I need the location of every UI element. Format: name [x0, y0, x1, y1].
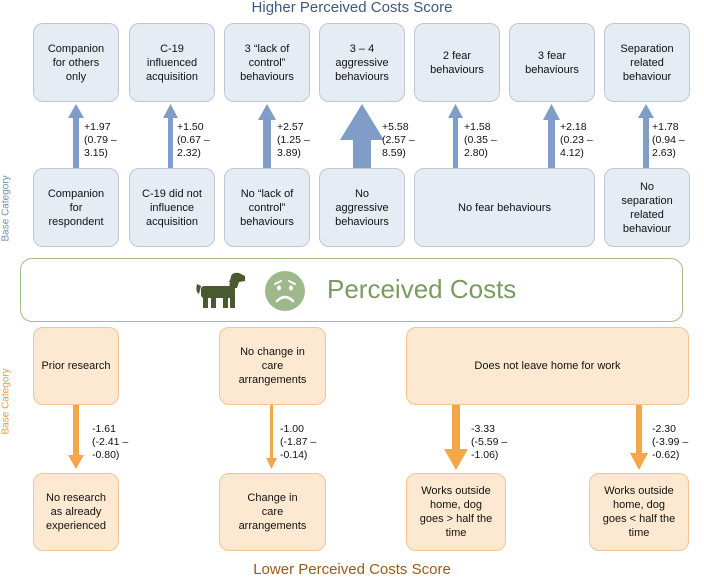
perceived-costs-banner: [20, 258, 683, 322]
upper-base-box-7: No separation related behaviour: [604, 168, 690, 247]
upper-top-box-6: 3 fear behaviours: [509, 23, 595, 102]
upper-stat-7: +1.78 (0.94 – 2.63): [652, 121, 685, 159]
upper-stat-1: +1.97 (0.79 – 3.15): [84, 121, 117, 159]
upper-arrow-7: [638, 104, 654, 168]
upper-stat-5: +1.58 (0.35 – 2.80): [464, 121, 497, 159]
upper-base-box-1: Companion for respondent: [33, 168, 119, 247]
upper-base-box-4: No aggressive behaviours: [319, 168, 405, 247]
lower-base-box-work: Does not leave home for work: [406, 327, 689, 405]
center-title: Perceived Costs: [327, 274, 517, 304]
upper-arrow-5: [448, 104, 463, 168]
lower-base-box-1: Prior research: [33, 327, 119, 405]
upper-top-box-7: Separation related behaviour: [604, 23, 690, 102]
lower-box-2: Change in care arrangements: [219, 473, 326, 551]
upper-top-box-2: C-19 influenced acquisition: [129, 23, 215, 102]
upper-top-box-5: 2 fear behaviours: [414, 23, 500, 102]
lower-arrow-3: [444, 405, 468, 470]
lower-arrow-4: [630, 405, 648, 470]
top-heading: Higher Perceived Costs Score: [251, 0, 453, 16]
lower-stat-2: -1.00 (-1.87 – -0.14): [280, 423, 317, 461]
worried-face-icon: [265, 271, 305, 311]
upper-arrow-1: [68, 104, 84, 168]
upper-base-box-fear: No fear behaviours: [414, 168, 595, 247]
lower-box-3: Works outside home, dog goes > half the …: [406, 473, 506, 551]
upper-arrow-2: [163, 104, 178, 168]
upper-stat-3: +2.57 (1.25 – 3.89): [277, 121, 310, 159]
upper-stat-6: +2.18 (0.23 – 4.12): [560, 121, 593, 159]
lower-arrow-2: [266, 405, 277, 469]
upper-arrow-3: [258, 104, 276, 168]
dog-icon: [196, 272, 245, 308]
lower-stat-3: -3.33 (-5.59 – -1.06): [471, 423, 508, 461]
lower-stat-1: -1.61 (-2.41 – -0.80): [92, 423, 129, 461]
lower-stat-4: -2.30 (-3.99 – -0.62): [652, 423, 689, 461]
lower-base-box-2: No change in care arrangements: [219, 327, 326, 405]
upper-base-box-2: C-19 did not influence acquisition: [129, 168, 215, 247]
upper-stat-4: +5.58 (2.57 – 8.59): [382, 121, 415, 159]
lower-box-1: No research as already experienced: [33, 473, 119, 551]
upper-base-box-3: No “lack of control” behaviours: [224, 168, 310, 247]
lower-box-4: Works outside home, dog goes < half the …: [589, 473, 689, 551]
bottom-heading: Lower Perceived Costs Score: [253, 561, 451, 578]
upper-top-box-4: 3 – 4 aggressive behaviours: [319, 23, 405, 102]
upper-stat-2: +1.50 (0.67 – 2.32): [177, 121, 210, 159]
upper-arrow-4: [340, 104, 384, 168]
upper-top-box-3: 3 “lack of control” behaviours: [224, 23, 310, 102]
lower-arrow-1: [68, 405, 84, 469]
upper-arrow-6: [543, 104, 560, 168]
upper-top-box-1: Companion for others only: [33, 23, 119, 102]
